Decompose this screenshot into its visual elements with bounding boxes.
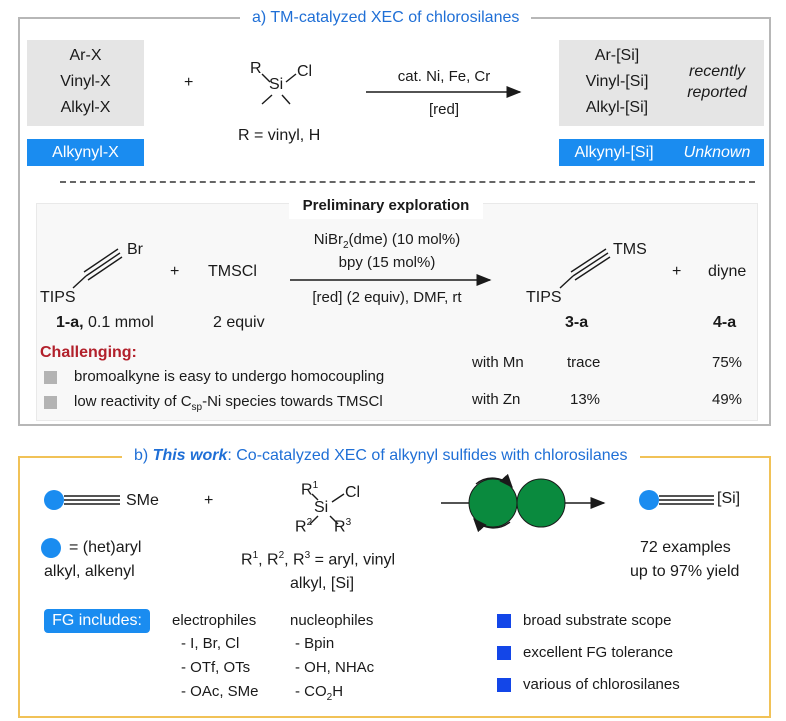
arrow-catalysts: cat. Ni, Fe, Cr — [397, 68, 491, 85]
alkynyl-x-highlight: Alkynyl-X — [27, 139, 144, 166]
product-3a-label: 3-a — [565, 314, 589, 331]
feature-scope: broad substrate scope — [523, 612, 672, 629]
alkynyl-si-highlight — [559, 139, 764, 166]
left-substrate-box — [27, 40, 144, 126]
max-yield: up to 97% yield — [630, 563, 740, 580]
product-tips: TIPS — [526, 289, 562, 306]
panel-a-title: a) TM-catalyzed XEC of chlorosilanes — [240, 7, 532, 29]
sm-label: 1-a, 0.1 mmol — [56, 314, 154, 331]
sme-label: SMe — [126, 492, 159, 509]
product-si-label: [Si] — [717, 490, 741, 507]
sm-bromine: Br — [127, 241, 143, 258]
nucleophiles-heading: nucleophiles — [290, 612, 374, 629]
challenge-bullet-1 — [44, 371, 57, 384]
cobalt-circle — [468, 478, 518, 528]
electrophile-halides: - I, Br, Cl — [181, 635, 240, 652]
panel-b-title: b) This work: Co-catalyzed XEC of alkyny… — [122, 444, 640, 468]
product-dot-icon — [639, 490, 659, 510]
product-3a-bonds — [559, 248, 611, 289]
nucleophile-oh-nhac: - OH, NHAc — [295, 659, 375, 676]
product-aryl-si: Ar-[Si] — [594, 47, 640, 64]
r-group-definition-2: alkyl, [Si] — [290, 575, 355, 592]
plus-sign-b: + — [204, 492, 214, 509]
cycle-arrow-bottom — [473, 517, 511, 533]
substrate-alkyl: Alkyl-X — [60, 99, 111, 116]
feature-bullet-1 — [497, 614, 511, 628]
diyne-label: diyne — [708, 263, 747, 280]
product-vinyl-si: Vinyl-[Si] — [585, 73, 649, 90]
bromoalkyne-bonds — [72, 248, 123, 289]
preliminary-title: Preliminary exploration — [289, 193, 483, 219]
electrophile-oac-sme: - OAc, SMe — [181, 683, 259, 700]
row-zn-3a: 13% — [570, 391, 601, 408]
silane-r2: R2 — [295, 517, 313, 536]
electrophile-sulfonates: - OTf, OTs — [181, 659, 251, 676]
dot-definition-2: alkyl, alkenyl — [44, 563, 135, 580]
tmscl-equiv: 2 equiv — [213, 314, 265, 331]
r-group-definition: R1, R2, R3 = aryl, vinyl — [241, 550, 396, 569]
challenge-homocoupling: bromoalkyne is easy to undergo homocoupl… — [74, 368, 385, 385]
row-mn-label: with Mn — [472, 354, 524, 371]
substituent-dot-icon — [44, 490, 64, 510]
silane-r-label: R — [250, 60, 262, 77]
plus-sign-2: + — [170, 263, 180, 280]
silane-r-definition: R = vinyl, H — [238, 127, 321, 144]
row-mn-4a: 75% — [712, 354, 743, 371]
challenge-reactivity: low reactivity of Csp-Ni species towards… — [74, 393, 383, 413]
cycle-arrow-top — [475, 473, 513, 489]
product-tms: TMS — [613, 241, 647, 258]
recently-note: recently — [688, 63, 746, 80]
substrate-vinyl: Vinyl-X — [60, 73, 111, 90]
condition-ligand: bpy (15 mol%) — [338, 254, 436, 271]
silane-cl-b: Cl — [345, 484, 361, 501]
condition-reductant: [red] (2 equiv), DMF, rt — [312, 289, 462, 306]
challenging-heading: Challenging: — [40, 344, 137, 361]
silane-si-b: Si — [314, 499, 329, 516]
diyne-4a-label: 4-a — [713, 314, 737, 331]
row-mn-3a: trace — [567, 354, 601, 371]
silane-r1: R1 — [301, 480, 319, 499]
alkynyl-si-label: Alkynyl-[Si] — [574, 144, 654, 161]
silane-bonds — [261, 73, 297, 105]
silane-b-bonds — [309, 493, 345, 525]
feature-chlorosilanes: various of chlorosilanes — [523, 676, 680, 693]
legend-dot-icon — [41, 538, 61, 558]
section-divider — [60, 181, 755, 183]
arrow-reductant: [red] — [428, 101, 459, 118]
feature-tolerance: excellent FG tolerance — [523, 644, 674, 661]
substrate-aryl: Ar-X — [69, 47, 102, 64]
row-zn-4a: 49% — [712, 391, 743, 408]
examples-count: 72 examples — [640, 539, 731, 556]
zinc-circle — [516, 478, 566, 528]
sm-tips: TIPS — [40, 289, 76, 306]
reported-note: reported — [687, 84, 747, 101]
product-alkyl-si: Alkyl-[Si] — [585, 99, 649, 116]
dot-definition-1: = (het)aryl — [69, 539, 142, 556]
tmscl-label: TMSCl — [208, 263, 257, 280]
silane-si-label: Si — [269, 76, 284, 93]
nucleophile-co2h: - CO2H — [295, 683, 344, 703]
row-zn-label: with Zn — [472, 391, 521, 408]
unknown-label: Unknown — [683, 144, 751, 161]
plus-sign-3: + — [672, 263, 682, 280]
nucleophile-bpin: - Bpin — [295, 635, 335, 652]
alkynyl-sulfide-bonds — [64, 495, 120, 505]
feature-bullet-2 — [497, 646, 511, 660]
plus-sign: + — [184, 74, 194, 91]
condition-catalyst: NiBr2(dme) (10 mol%) — [313, 231, 461, 251]
electrophiles-heading: electrophiles — [172, 612, 257, 629]
fg-includes-pill: FG includes: — [44, 609, 150, 633]
right-product-box — [559, 40, 764, 126]
silane-r3: R3 — [334, 517, 352, 536]
preliminary-box — [36, 203, 758, 421]
product-b-bonds — [659, 495, 714, 505]
challenge-bullet-2 — [44, 396, 57, 409]
silane-cl-label: Cl — [297, 63, 313, 80]
feature-bullet-3 — [497, 678, 511, 692]
